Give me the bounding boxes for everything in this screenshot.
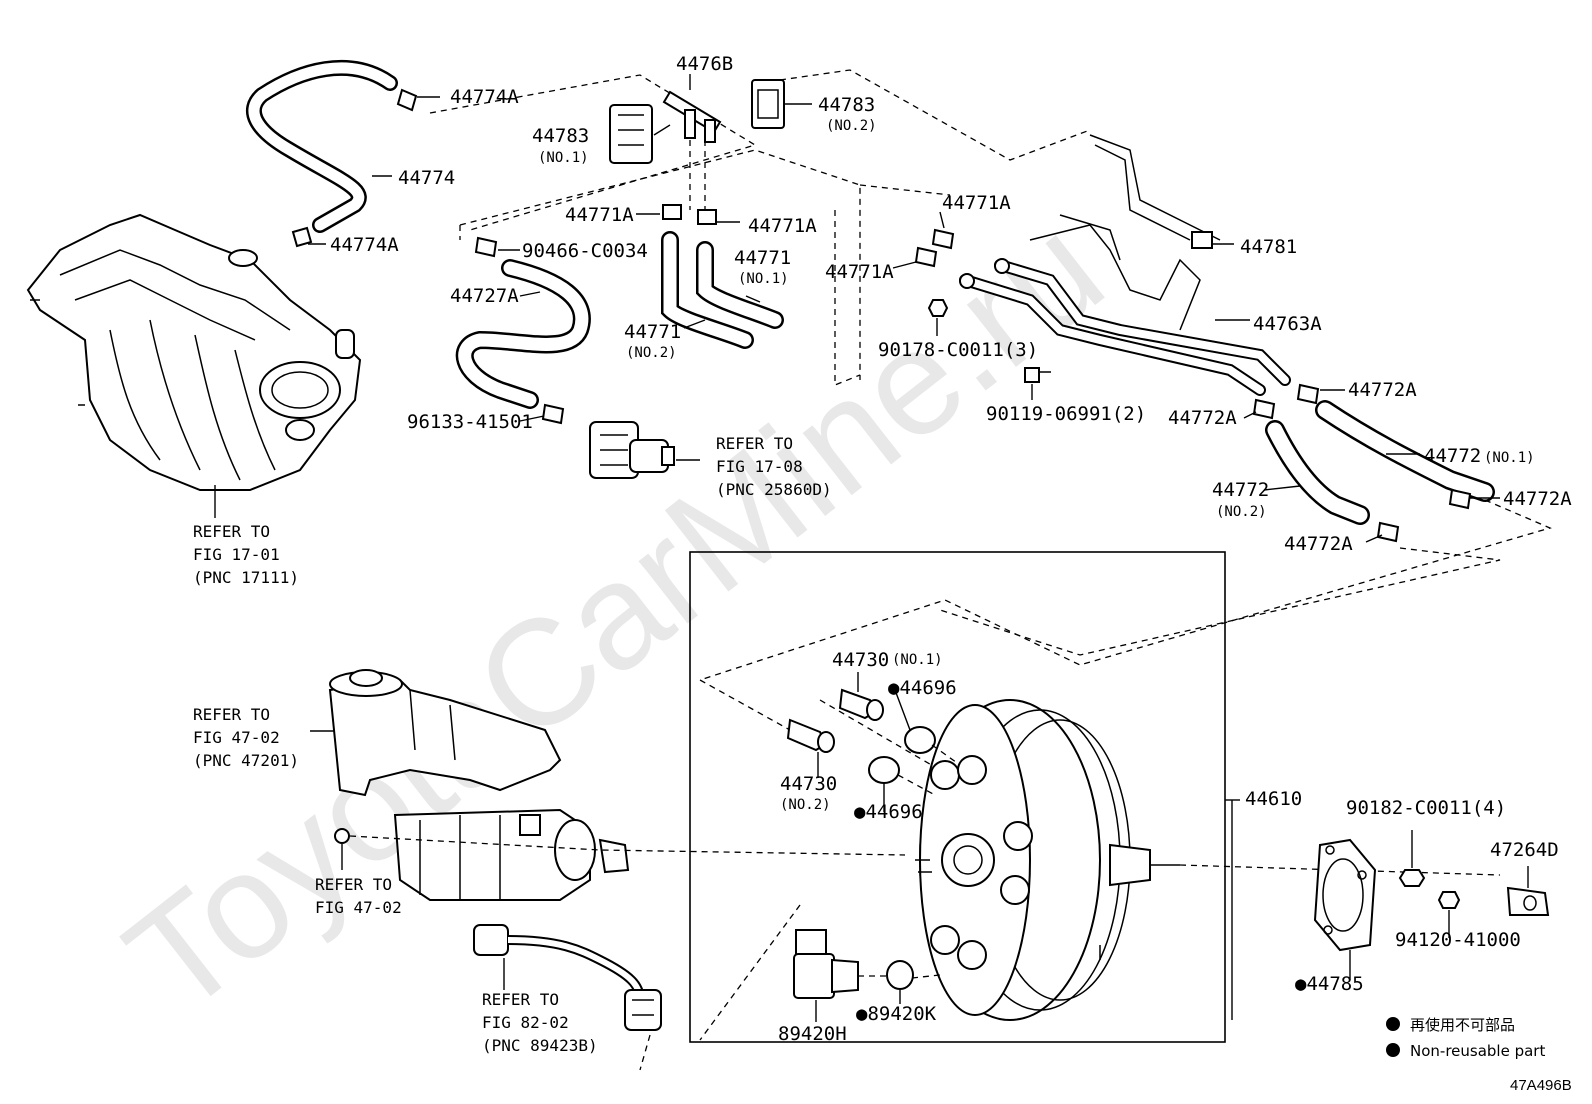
vsv-group-drawing	[429, 74, 785, 231]
label-90178-C0011: 90178-C0011(3)	[878, 339, 1038, 361]
clamp-44771A-drawing	[662, 204, 955, 268]
brake-booster-44610-drawing	[915, 699, 1180, 1021]
gasket-44785-drawing	[1313, 838, 1377, 952]
label-44772-no1-sub: (NO.1)	[1484, 450, 1535, 466]
diagram-code: 47A496B	[1510, 1077, 1572, 1094]
hose-44774-drawing	[245, 59, 418, 248]
label-44771-no2-sub: (NO.2)	[626, 345, 677, 361]
sensor-wire-drawing	[473, 924, 662, 1031]
bolt-drawing	[927, 299, 1051, 383]
label-44610: 44610	[1245, 788, 1302, 810]
label-44772-no2-sub: (NO.2)	[1216, 504, 1267, 520]
ref-82-02-line2: FIG 82-02	[482, 1013, 569, 1032]
ref-17-01-line2: FIG 17-01	[193, 545, 280, 564]
non-reusable-dot-icon	[1386, 1043, 1400, 1057]
label-44772A-2: 44772A	[1168, 407, 1237, 429]
sensor-89420H-drawing	[793, 929, 914, 999]
label-44772A-1: 44772A	[1348, 379, 1417, 401]
ref-47-02b-line1: REFER TO	[315, 875, 392, 894]
ref-17-08-line3: (PNC 25860D)	[716, 480, 832, 499]
label-44774A-top: 44774A	[450, 86, 519, 108]
part-labels: 44774A 44774 44774A 4476B 44783 (NO.1) 4…	[330, 53, 1572, 1045]
label-44696-b: ●44696	[854, 801, 923, 823]
ref-47-02a-line3: (PNC 47201)	[193, 751, 299, 770]
label-44772A-4: 44772A	[1284, 533, 1353, 555]
label-44730-no2-sub: (NO.2)	[780, 797, 831, 813]
label-90466-C0034: 90466-C0034	[522, 240, 648, 262]
label-44771-no1-sub: (NO.1)	[738, 271, 789, 287]
non-reusable-dot-icon	[1386, 1017, 1400, 1031]
label-44771A-m: 44771A	[825, 261, 894, 283]
vacuum-pipe-44763A-drawing	[959, 134, 1291, 396]
nut-drawing	[1398, 869, 1461, 909]
legend-jp: 再使用不可部品	[1410, 1016, 1515, 1034]
clevis-47264D-drawing	[1506, 886, 1550, 916]
label-4476B: 4476B	[676, 53, 733, 75]
ref-82-02-line3: (PNC 89423B)	[482, 1036, 598, 1055]
label-89420H: 89420H	[778, 1023, 847, 1045]
legend-en: Non-reusable part	[1410, 1042, 1545, 1060]
label-44783-no1: 44783	[532, 125, 589, 147]
label-96133-41501: 96133-41501	[407, 411, 533, 433]
label-44771A-u: 44771A	[942, 192, 1011, 214]
label-44771A-l: 44771A	[565, 204, 634, 226]
label-44781: 44781	[1240, 236, 1297, 258]
label-94120-41000: 94120-41000	[1395, 929, 1521, 951]
label-90119-06991: 90119-06991(2)	[986, 403, 1146, 425]
label-44783-no2: 44783	[818, 94, 875, 116]
label-44771-no1: 44771	[734, 247, 791, 269]
ref-17-01-line1: REFER TO	[193, 522, 270, 541]
intake-manifold-drawing	[26, 213, 362, 491]
master-cylinder-drawing	[328, 669, 630, 901]
ref-82-02-line1: REFER TO	[482, 990, 559, 1009]
o-ring-icon	[334, 828, 350, 844]
hose-44772-drawing	[1252, 383, 1495, 543]
label-44774A-mid: 44774A	[330, 234, 399, 256]
ref-47-02a-line1: REFER TO	[193, 705, 270, 724]
label-90182-C0011: 90182-C0011(4)	[1346, 797, 1506, 819]
label-44730-no1-sub: (NO.1)	[892, 652, 943, 668]
label-89420K: ●89420K	[856, 1003, 937, 1025]
label-44772-no2: 44772	[1212, 479, 1269, 501]
label-44783-no1-sub: (NO.1)	[538, 150, 589, 166]
ref-47-02b-line2: FIG 47-02	[315, 898, 402, 917]
ref-17-01-line3: (PNC 17111)	[193, 568, 299, 587]
ref-47-02a-line2: FIG 47-02	[193, 728, 280, 747]
label-44771A-r: 44771A	[748, 215, 817, 237]
label-44730-no1: 44730	[832, 649, 889, 671]
grommet-44696-drawing	[868, 726, 936, 784]
ref-17-08-line2: FIG 17-08	[716, 457, 803, 476]
label-44771-no2: 44771	[624, 321, 681, 343]
label-44783-no2-sub: (NO.2)	[826, 118, 877, 134]
label-44772-no1: 44772	[1424, 445, 1481, 467]
legend: 再使用不可部品 Non-reusable part	[1386, 1016, 1545, 1060]
label-44730-no2: 44730	[780, 773, 837, 795]
check-valve-44730-drawing	[786, 688, 884, 753]
booster-assembly-box	[689, 551, 1226, 1043]
label-47264D: 47264D	[1490, 839, 1559, 861]
label-44696-a: ●44696	[888, 677, 957, 699]
label-44727A: 44727A	[450, 285, 519, 307]
reference-labels: REFER TO FIG 17-08 (PNC 25860D) REFER TO…	[193, 434, 832, 1055]
label-44763A: 44763A	[1253, 313, 1322, 335]
label-44774: 44774	[398, 167, 455, 189]
label-44772A-3: 44772A	[1503, 488, 1572, 510]
ref-17-08-line1: REFER TO	[716, 434, 793, 453]
hose-44727A-drawing	[455, 236, 591, 425]
label-44785: ●44785	[1295, 973, 1364, 995]
vsv-25860D-drawing	[589, 421, 675, 479]
